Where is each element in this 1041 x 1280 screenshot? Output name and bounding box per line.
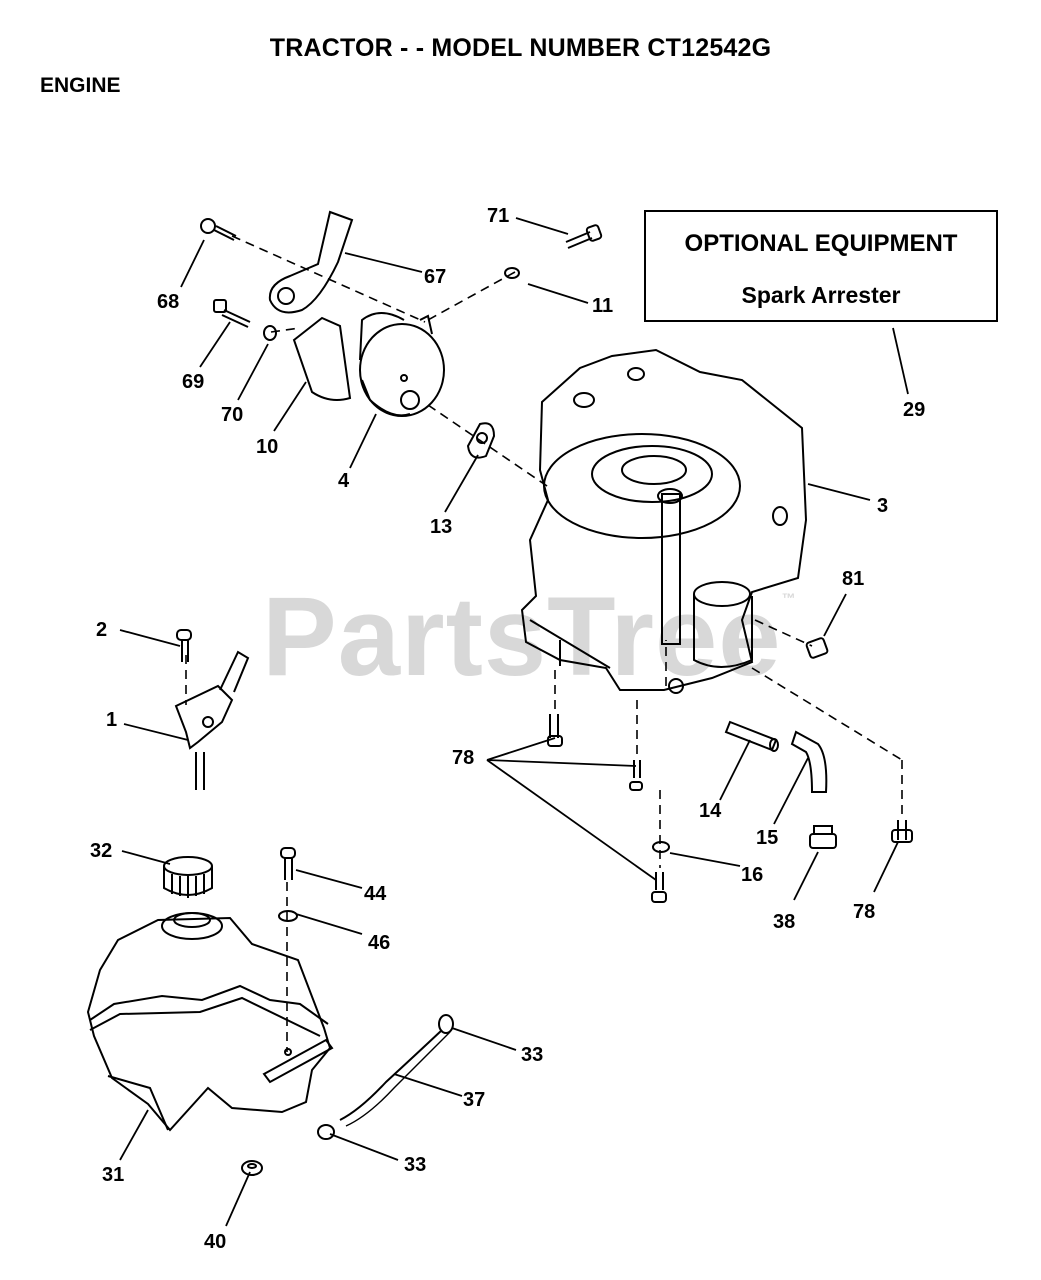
optional-equipment-box: OPTIONAL EQUIPMENT Spark Arrester: [644, 210, 998, 322]
washer-46-drawing: [278, 910, 298, 922]
callout-38: 38: [773, 911, 796, 933]
washer-70-drawing: [263, 325, 277, 341]
bolt-69-drawing: [213, 299, 251, 328]
callout-3: 3: [877, 495, 889, 517]
callout-13: 13: [430, 516, 453, 538]
callout-32: 32: [90, 840, 113, 862]
bolt-78-left-drawing: [547, 714, 563, 747]
callout-46: 46: [368, 932, 391, 954]
bracket-67-hole: [277, 287, 295, 305]
screw-2-drawing: [176, 629, 192, 662]
callout-68: 68: [157, 291, 180, 313]
bolt-71-drawing: [565, 224, 603, 249]
fitting-38-drawing: [809, 825, 837, 849]
callout-37: 37: [463, 1089, 486, 1111]
callout-16: 16: [741, 864, 764, 886]
leader-lines: [119, 217, 909, 1227]
hose-37-edge: [345, 1031, 451, 1127]
optional-equipment-heading: OPTIONAL EQUIPMENT: [684, 230, 958, 257]
callout-4: 4: [338, 470, 350, 492]
bolt-68-drawing: [200, 218, 237, 241]
callout-31: 31: [102, 1164, 125, 1186]
nut-81-drawing: [805, 637, 829, 659]
callout-78-group: 78: [452, 747, 475, 769]
clamp-33-bottom-drawing: [317, 1124, 335, 1140]
screw-44-drawing: [280, 847, 296, 880]
callout-78-right: 78: [853, 901, 876, 923]
callout-10: 10: [256, 436, 279, 458]
callout-40: 40: [204, 1231, 227, 1253]
optional-equipment-item: Spark Arrester: [741, 282, 901, 308]
bracket-67-drawing: [268, 210, 354, 314]
callout-44: 44: [364, 883, 387, 905]
muffler-guard-10-drawing: [292, 316, 352, 401]
callout-69: 69: [182, 371, 205, 393]
section-title: ENGINE: [40, 74, 121, 97]
bolt-78-low-drawing: [651, 872, 667, 903]
washer-16-drawing: [652, 841, 670, 853]
callout-81: 81: [842, 568, 865, 590]
engine-3-drawing: [520, 348, 808, 694]
hose-37-drawing: [339, 1029, 443, 1121]
page-title: TRACTOR - - MODEL NUMBER CT12542G: [269, 34, 772, 62]
callout-33-top: 33: [521, 1044, 544, 1066]
fuel-tank-31-drawing: [86, 912, 334, 1132]
bolt-78-right-drawing: [891, 820, 913, 843]
callout-15: 15: [756, 827, 779, 849]
callout-33-bottom: 33: [404, 1154, 427, 1176]
elbow-15-drawing: [790, 730, 828, 793]
grommet-40-drawing: [241, 1160, 263, 1176]
clamp-33-top-drawing: [438, 1014, 454, 1034]
callout-1: 1: [106, 709, 118, 731]
fuel-cap-32-drawing: [163, 856, 213, 898]
callout-70: 70: [221, 404, 244, 426]
washer-11-drawing: [504, 267, 520, 279]
callout-71: 71: [487, 205, 510, 227]
throttle-control-1-drawing: [174, 650, 250, 790]
muffler-4-drawing: [359, 312, 445, 417]
gasket-13-drawing: [466, 422, 496, 459]
watermark-tm: ™: [781, 590, 797, 606]
callout-67: 67: [424, 266, 447, 288]
callout-14: 14: [699, 800, 722, 822]
bolt-78-mid-drawing: [629, 760, 643, 791]
callout-2: 2: [96, 619, 108, 641]
nipple-14-drawing: [724, 720, 779, 752]
callout-11: 11: [592, 295, 614, 317]
callout-29: 29: [903, 399, 926, 421]
